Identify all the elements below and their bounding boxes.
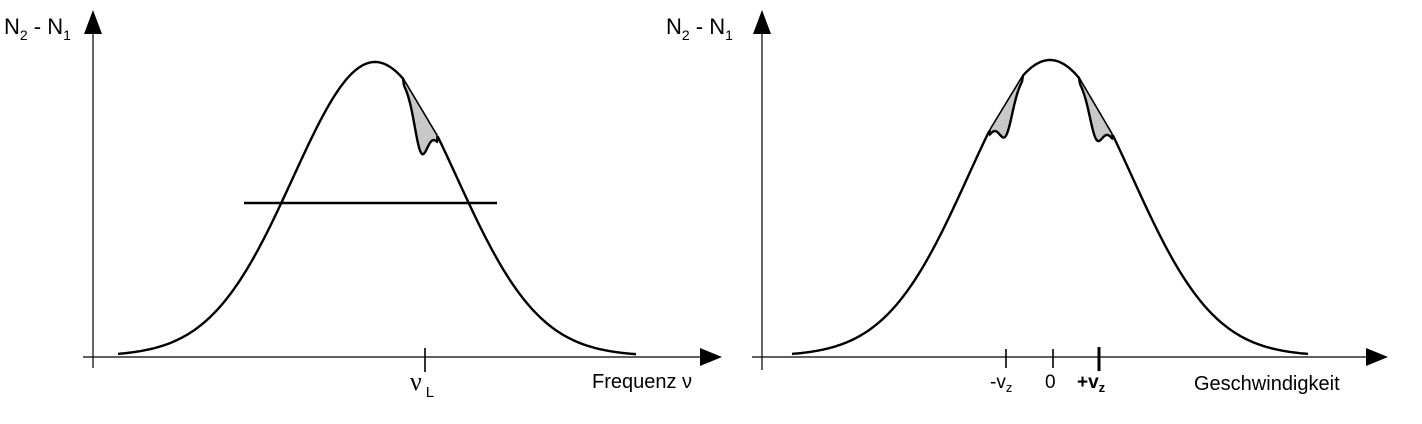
left-spectral-hole [403,76,438,156]
left-y-axis-label: N2 - N1 [4,14,71,43]
right-tick-label-zero: 0 [1045,372,1056,393]
left-gain-curve [117,60,637,356]
right-tick-label-pos: +vz [1077,372,1106,395]
right-spectral-hole-negative [989,74,1023,139]
right-panel: N2 - N1 -vz 0 +vz Geschwindigkeit [666,10,1388,395]
left-x-axis-arrow [700,348,722,366]
right-spectral-hole-positive [1079,76,1113,142]
right-y-axis-arrow [753,10,771,34]
right-velocity-curve [791,58,1309,356]
right-x-axis-arrow [1366,348,1388,366]
left-y-axis-arrow [84,10,102,34]
right-y-axis-label: N2 - N1 [666,14,733,43]
right-tick-label-neg: -vz [990,372,1012,395]
right-x-axis-label: Geschwindigkeit [1194,373,1340,395]
left-x-axis-label: Frequenz ν [592,371,692,393]
